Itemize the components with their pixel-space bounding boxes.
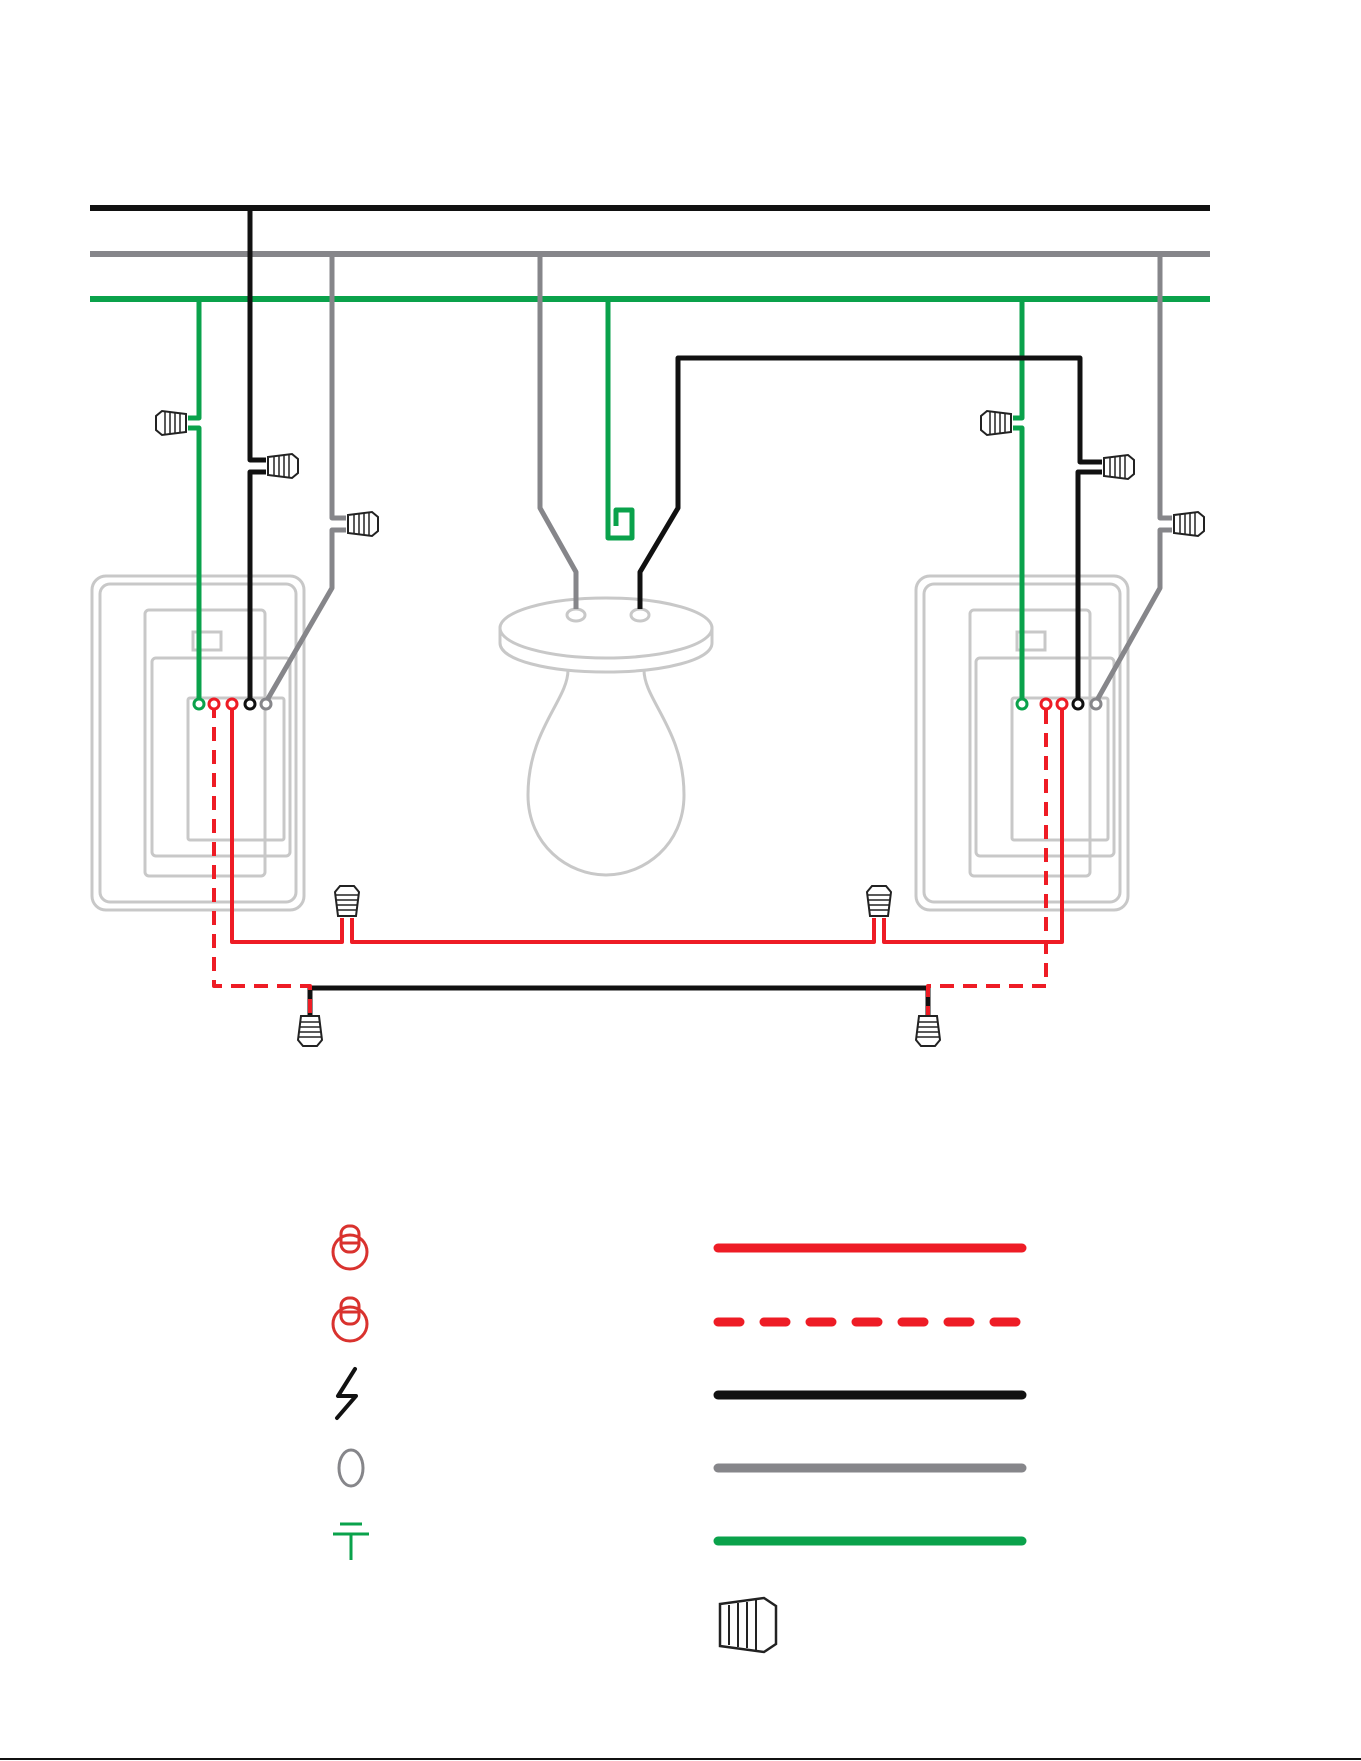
neutral-terminal <box>567 609 585 621</box>
wire-nut-icon <box>981 411 1011 435</box>
light-canopy <box>500 598 712 658</box>
hot-terminal <box>631 609 649 621</box>
ceiling-light-fixture <box>500 598 712 875</box>
oval-terminal-icon <box>339 1450 363 1486</box>
wire-nut-icon <box>1174 512 1204 536</box>
toggle-switch-icon <box>333 1298 367 1341</box>
wire-nut-icon <box>720 1598 776 1652</box>
lightning-bolt-icon <box>337 1369 356 1418</box>
toggle-switch-icon <box>333 1226 367 1269</box>
wire-nut-icon <box>268 454 298 478</box>
light-bulb <box>528 670 684 875</box>
wire-nut-icon <box>298 1016 322 1046</box>
wire-nut-icon <box>348 512 378 536</box>
ground-symbol-icon <box>333 1524 369 1560</box>
left-switch-terminals <box>194 699 271 709</box>
wire-nut-icon <box>156 411 186 435</box>
right-switch-terminals <box>1017 699 1101 709</box>
wire-nut-icon <box>867 886 891 916</box>
wire-nut-icon <box>335 886 359 916</box>
neutral-wires <box>266 254 1172 702</box>
wire-nut-icon <box>916 1016 940 1046</box>
wire-nut-icon <box>1104 455 1134 479</box>
